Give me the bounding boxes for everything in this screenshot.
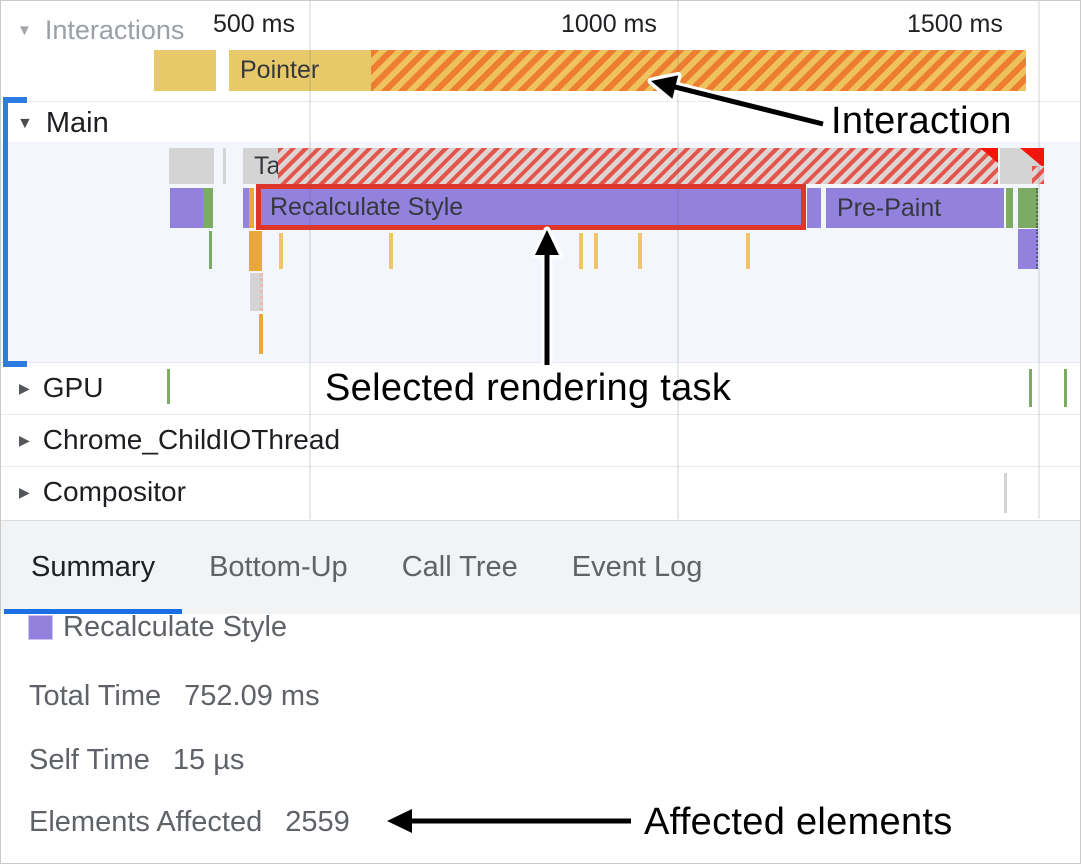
track-gpu-label: GPU bbox=[42, 372, 104, 403]
track-chrome-childiothread-label: Chrome_ChildIOThread bbox=[42, 424, 341, 455]
long-task-bar[interactable]: Task bbox=[243, 148, 305, 184]
recalculate-style-selected-bar[interactable]: Recalculate Style bbox=[256, 184, 806, 230]
expand-triangle-icon[interactable]: ▶ bbox=[19, 380, 30, 396]
gpu-activity-sliver-3[interactable] bbox=[1064, 369, 1067, 407]
task-hatch-patch bbox=[1032, 166, 1044, 184]
track-main[interactable]: ▼ Main bbox=[17, 107, 109, 140]
pointer-interaction-bar[interactable]: Pointer bbox=[229, 50, 371, 91]
ruler-label-1: 1000 ms bbox=[561, 10, 657, 38]
expand-triangle-icon[interactable]: ▶ bbox=[19, 484, 30, 500]
long-task-flag-icon bbox=[980, 148, 998, 163]
orange-sliver-2[interactable] bbox=[259, 314, 263, 354]
task-gray-sliver[interactable] bbox=[223, 148, 226, 184]
compositor-activity-sliver[interactable] bbox=[1004, 473, 1007, 513]
main-track-selection-bracket bbox=[3, 97, 27, 367]
tab-event-log-label: Event Log bbox=[571, 551, 703, 583]
orange-tick-4[interactable] bbox=[594, 233, 598, 269]
gray-bar-2[interactable] bbox=[250, 273, 263, 311]
event-title: Recalculate Style bbox=[63, 611, 288, 643]
tab-bottom-up[interactable]: Bottom-Up bbox=[182, 521, 375, 614]
track-main-label: Main bbox=[45, 107, 109, 139]
purple-bar-1[interactable] bbox=[170, 188, 203, 228]
summary-row-total-time: Total Time 752.09 ms bbox=[29, 680, 320, 713]
collapse-triangle-icon[interactable]: ▼ bbox=[17, 22, 32, 39]
orange-tick-2[interactable] bbox=[389, 233, 393, 269]
orange-tick-3[interactable] bbox=[579, 233, 583, 269]
task-gray-bar-1[interactable] bbox=[169, 148, 214, 184]
summary-label: Self Time bbox=[29, 744, 150, 776]
ruler-gridline bbox=[309, 1, 311, 519]
ruler-gridline bbox=[1038, 1, 1040, 519]
green-bar-2[interactable] bbox=[1018, 188, 1038, 228]
summary-row-elements-affected: Elements Affected 2559 bbox=[29, 806, 350, 839]
ruler-label-2: 1500 ms bbox=[907, 10, 1003, 38]
orange-sliver-1[interactable] bbox=[249, 188, 254, 228]
recalculate-style-selected-bar-label: Recalculate Style bbox=[270, 193, 464, 221]
pre-paint-bar-label: Pre-Paint bbox=[837, 194, 942, 222]
track-chrome-childiothread[interactable]: ▶ Chrome_ChildIOThread bbox=[19, 424, 340, 456]
tab-event-log[interactable]: Event Log bbox=[545, 521, 730, 614]
long-task-overrun[interactable] bbox=[278, 148, 998, 184]
long-task-bar-label: Task bbox=[243, 148, 305, 184]
track-compositor[interactable]: ▶ Compositor bbox=[19, 476, 186, 508]
tab-bottom-up-label: Bottom-Up bbox=[209, 551, 348, 583]
tab-call-tree-label: Call Tree bbox=[401, 551, 518, 583]
collapse-triangle-icon[interactable]: ▼ bbox=[17, 114, 33, 132]
details-tabbar: Summary Bottom-Up Call Tree Event Log bbox=[1, 520, 1080, 614]
green-sliver-2[interactable] bbox=[209, 231, 212, 269]
tab-summary-label: Summary bbox=[31, 551, 156, 583]
green-sliver-1[interactable] bbox=[1006, 188, 1013, 228]
track-separator bbox=[1, 362, 1080, 363]
summary-label: Elements Affected bbox=[29, 806, 263, 838]
pointer-interaction-overrun[interactable] bbox=[371, 50, 1026, 91]
summary-value: 752.09 ms bbox=[184, 680, 320, 712]
summary-value: 15 µs bbox=[172, 744, 245, 776]
annotation-interaction: Interaction bbox=[831, 100, 1012, 142]
expand-triangle-icon[interactable]: ▶ bbox=[19, 432, 30, 448]
interaction-whisker-bar[interactable] bbox=[154, 50, 216, 91]
ruler-label-0: 500 ms bbox=[213, 10, 295, 38]
summary-row-self-time: Self Time 15 µs bbox=[29, 744, 244, 777]
pre-paint-bar[interactable]: Pre-Paint bbox=[826, 188, 1004, 228]
purple-sliver-1[interactable] bbox=[243, 188, 249, 228]
track-separator bbox=[1, 466, 1080, 467]
summary-label: Total Time bbox=[29, 680, 162, 712]
orange-bar-1[interactable] bbox=[249, 231, 262, 271]
annotation-selected-rendering-task: Selected rendering task bbox=[325, 367, 732, 409]
long-task-flag-icon bbox=[1020, 148, 1044, 168]
summary-value: 2559 bbox=[285, 806, 350, 838]
orange-tick-6[interactable] bbox=[746, 233, 750, 269]
orange-tick-5[interactable] bbox=[638, 233, 642, 269]
orange-tick-1[interactable] bbox=[279, 233, 283, 269]
tab-call-tree[interactable]: Call Tree bbox=[375, 521, 545, 614]
track-interactions-label: Interactions bbox=[44, 15, 185, 45]
ruler-gridline bbox=[677, 1, 679, 519]
annotation-affected-elements: Affected elements bbox=[644, 801, 953, 843]
task-gray-bar-2[interactable] bbox=[1000, 148, 1044, 184]
event-color-swatch bbox=[28, 615, 53, 640]
track-separator bbox=[1, 101, 1080, 102]
gpu-activity-sliver-1[interactable] bbox=[167, 369, 170, 404]
tab-summary[interactable]: Summary bbox=[4, 521, 183, 614]
pointer-interaction-bar-label: Pointer bbox=[240, 56, 320, 84]
purple-bar-3[interactable] bbox=[1018, 229, 1038, 269]
flame-chart: ▼ Interactions ▼ Main ▶ GPU ▶ Chrome_Chi… bbox=[1, 1, 1080, 520]
green-bar-1[interactable] bbox=[203, 188, 213, 228]
track-interactions[interactable]: ▼ Interactions bbox=[17, 15, 184, 46]
track-gpu[interactable]: ▶ GPU bbox=[19, 372, 103, 404]
purple-bar-2[interactable] bbox=[807, 188, 821, 228]
gpu-activity-sliver-2[interactable] bbox=[1029, 369, 1032, 407]
track-separator bbox=[1, 414, 1080, 415]
track-compositor-label: Compositor bbox=[42, 476, 186, 507]
